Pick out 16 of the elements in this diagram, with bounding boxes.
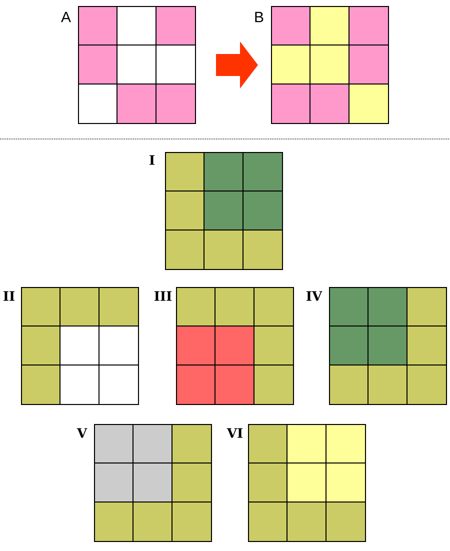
node-label: IV: [306, 291, 322, 301]
grid: B: [255, 6, 389, 124]
grid: III: [154, 286, 294, 405]
node-label: III: [154, 291, 172, 301]
grid: A: [61, 6, 196, 124]
node-label: V: [76, 428, 88, 438]
grid: VI: [226, 424, 366, 542]
node-label: I: [150, 155, 154, 165]
node-label: B: [255, 12, 264, 22]
node-label: A: [61, 12, 71, 22]
grid: II: [4, 286, 139, 405]
grid: I: [150, 152, 283, 270]
grid: V: [76, 424, 212, 542]
grid: IV: [306, 286, 447, 405]
node-label: VI: [226, 428, 242, 438]
node-label: II: [4, 291, 14, 301]
